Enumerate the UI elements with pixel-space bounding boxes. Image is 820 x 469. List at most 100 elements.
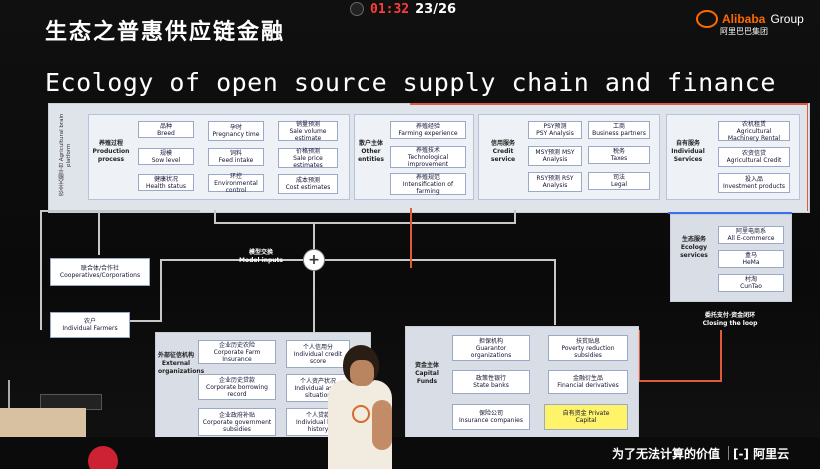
record-icon[interactable] bbox=[350, 2, 364, 16]
guarantor-en: Guarantor organizations bbox=[470, 344, 512, 359]
taxes-label: 税务 bbox=[612, 148, 625, 155]
capital-label-en: Capital Funds bbox=[415, 370, 439, 385]
cost-label: 成本预测 bbox=[295, 177, 320, 184]
production-label-en: Production process bbox=[92, 148, 130, 163]
model-merge-icon: + bbox=[303, 249, 325, 271]
external-label-en: External organizations bbox=[158, 360, 205, 375]
taxes-en: Taxes bbox=[610, 155, 628, 162]
subsidies-label: 企业政府补贴 bbox=[218, 411, 255, 419]
credit-label-en: Credit service bbox=[490, 148, 516, 163]
env-control-en: Environmental control bbox=[214, 179, 258, 194]
cuntao-en: CunTao bbox=[740, 283, 762, 290]
slide-title-english: Ecology of open source supply chain and … bbox=[45, 68, 776, 97]
intensification-label: 养殖规范 bbox=[415, 173, 440, 181]
individual-label-cn: 自有服务 bbox=[675, 140, 700, 147]
other-entities-label: 散户主体 Other entities bbox=[356, 140, 386, 164]
corp-insurance-en: Corporate Farm Insurance bbox=[213, 348, 261, 363]
connector-bus bbox=[214, 222, 514, 224]
connector-model-left bbox=[160, 259, 304, 261]
stage-floor bbox=[0, 437, 820, 469]
highlight-outline bbox=[410, 103, 808, 211]
connector-drop-2 bbox=[514, 210, 516, 224]
private-capital-en: Capital bbox=[575, 417, 597, 424]
platform-label: 农业大脑平台 Agricultural brain platform bbox=[59, 113, 72, 197]
aliyun-brand: 阿里云 bbox=[753, 447, 790, 461]
connector-top-left bbox=[40, 210, 200, 212]
rsy-label: RSY预测 RSY bbox=[536, 175, 574, 182]
hema-label: 盒马 bbox=[744, 252, 757, 259]
insurance-label: 保险公司 bbox=[478, 410, 503, 417]
breed-label: 品种 bbox=[159, 122, 172, 130]
connector-red-h bbox=[640, 380, 720, 382]
farming-exp-en: Farming experience bbox=[398, 130, 458, 137]
individual-label: 自有服务 Individual Services bbox=[668, 140, 708, 164]
feed-intake-en: Feed intake bbox=[218, 157, 254, 164]
footer-divider bbox=[728, 446, 729, 460]
msy-label: MSY预测 MSY bbox=[535, 149, 575, 156]
connector-model bbox=[313, 222, 315, 250]
page-counter: 23/26 bbox=[415, 1, 457, 17]
closing-loop-cn: 委托支付·资金闭环 bbox=[704, 312, 756, 319]
farming-exp-label: 养殖经验 bbox=[415, 123, 440, 130]
sow-level-label: 规模 bbox=[159, 149, 172, 157]
ecology-label-en: Ecology services bbox=[680, 244, 708, 259]
state-banks-label: 政策性银行 bbox=[475, 375, 506, 382]
connector-external bbox=[313, 270, 315, 332]
connector-blue-top bbox=[668, 212, 792, 214]
credit-score-label: 个人信用分 bbox=[302, 343, 333, 351]
individual-label-en: Individual Services bbox=[671, 148, 705, 163]
agri-credit-label: 农资信贷 bbox=[741, 150, 766, 157]
corp-insurance-label: 企业历史农险 bbox=[218, 341, 255, 349]
msy-en: Analysis bbox=[542, 156, 568, 163]
aliyun-logo: [-] 阿里云 bbox=[733, 445, 789, 462]
intensification-en: Intensification of farming bbox=[402, 180, 454, 195]
cuntao-label: 村淘 bbox=[744, 276, 757, 283]
breed-en: Breed bbox=[157, 129, 175, 137]
sow-level-en: Sow level bbox=[151, 156, 181, 164]
closing-loop-en: Closing the loop bbox=[702, 320, 758, 327]
env-control-label: 环控 bbox=[229, 172, 242, 180]
state-banks-en: State banks bbox=[473, 382, 509, 389]
guarantor-label: 担保机构 bbox=[478, 337, 503, 345]
machinery-label: 农机租赁 bbox=[741, 120, 766, 128]
production-label-cn: 养殖过程 bbox=[98, 140, 123, 147]
logo-brand: Alibaba bbox=[722, 12, 766, 26]
presentation-status-bar: 01:32 23/26 bbox=[350, 0, 470, 18]
speaker-face bbox=[350, 360, 374, 386]
slide-title-chinese: 生态之普惠供应链金融 bbox=[45, 20, 286, 45]
cooperatives-label: 联合体/合作社 bbox=[80, 265, 120, 272]
investment-en: Investment products bbox=[722, 183, 786, 190]
legal-label: 司法 bbox=[612, 174, 625, 181]
machinery-en: Agricultural Machinery Rental bbox=[727, 127, 781, 142]
capital-label: 资金主体 Capital Funds bbox=[408, 362, 446, 386]
logo-group: Group bbox=[770, 12, 804, 26]
production-label: 养殖过程 Production process bbox=[90, 140, 132, 164]
investment-label: 投入品 bbox=[744, 176, 763, 183]
connector-model-right bbox=[324, 259, 554, 261]
aliyun-logo-icon: [-] bbox=[733, 447, 749, 461]
model-label: 模型交换 Model inputs bbox=[232, 249, 290, 265]
alibaba-logo: Alibaba Group 阿里巴巴集团 bbox=[696, 8, 804, 37]
